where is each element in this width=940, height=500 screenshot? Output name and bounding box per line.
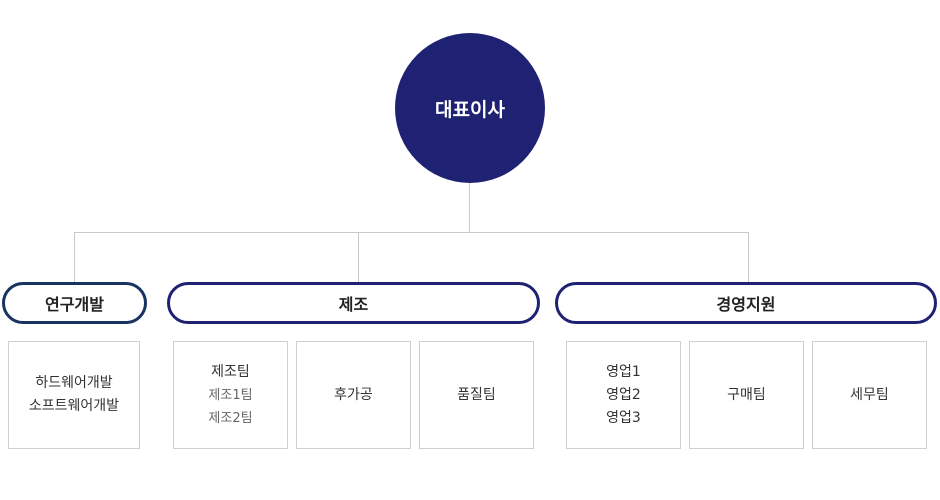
team-box-tax: 세무팀 — [812, 341, 927, 449]
connector-rnd — [74, 232, 75, 282]
ceo-label: 대표이사 — [435, 98, 505, 121]
dept-rnd: 연구개발 — [2, 282, 147, 324]
dept-manufacturing-label: 제조 — [338, 295, 369, 314]
team-box-quality: 품질팀 — [419, 341, 534, 449]
team-post-processing: 후가공 — [334, 386, 373, 403]
team-sales-2: 영업2 — [606, 386, 641, 403]
ceo-node: 대표이사 — [395, 33, 545, 183]
team-tax: 세무팀 — [850, 386, 889, 403]
team-hardware-dev: 하드웨어개발 — [35, 375, 113, 391]
dept-manufacturing: 제조 — [167, 282, 540, 324]
connector-ceo-vertical — [469, 183, 470, 232]
team-software-dev: 소프트웨어개발 — [28, 398, 120, 414]
team-manufacturing: 제조팀 — [211, 363, 250, 380]
dept-rnd-label: 연구개발 — [45, 295, 104, 314]
team-box-sales: 영업1 영업2 영업3 — [566, 341, 681, 449]
connector-manufacturing — [358, 232, 359, 282]
dept-management-label: 경영지원 — [716, 295, 776, 314]
connector-horizontal — [74, 232, 749, 233]
team-box-development: 하드웨어개발 소프트웨어개발 — [8, 341, 140, 449]
team-manufacturing-1: 제조1팀 — [208, 387, 253, 403]
dept-management: 경영지원 — [555, 282, 937, 324]
team-box-purchasing: 구매팀 — [689, 341, 804, 449]
team-sales-1: 영업1 — [606, 363, 641, 380]
team-sales-3: 영업3 — [606, 409, 641, 426]
connector-management — [748, 232, 749, 282]
team-manufacturing-2: 제조2팀 — [208, 410, 253, 426]
team-box-post-processing: 후가공 — [296, 341, 411, 449]
team-quality: 품질팀 — [457, 386, 496, 403]
team-purchasing: 구매팀 — [727, 386, 766, 403]
team-box-manufacturing: 제조팀 제조1팀 제조2팀 — [173, 341, 288, 449]
